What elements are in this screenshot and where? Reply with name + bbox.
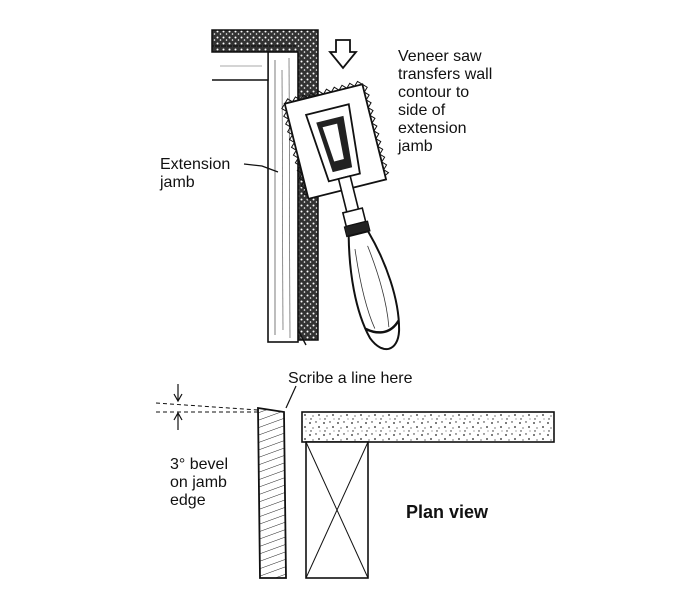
veneer-saw-note: Veneer saw transfers wall contour to sid… bbox=[398, 48, 493, 155]
down-arrow-icon bbox=[328, 39, 358, 70]
extension-jamb-label: Extension jamb bbox=[160, 156, 231, 191]
jamb-section bbox=[257, 406, 287, 579]
elevation-view bbox=[211, 29, 401, 350]
scribe-leader bbox=[285, 385, 297, 409]
stud-section bbox=[305, 441, 369, 579]
plan-view bbox=[155, 384, 555, 579]
extension-jamb-board bbox=[212, 51, 299, 343]
drywall-section bbox=[301, 411, 555, 443]
bevel-label: 3° bevel on jamb edge bbox=[170, 456, 228, 509]
veneer-saw-icon bbox=[281, 80, 401, 350]
extension-jamb-leader bbox=[243, 163, 279, 173]
plan-view-label: Plan view bbox=[406, 502, 489, 522]
scribe-label: Scribe a line here bbox=[288, 370, 413, 387]
